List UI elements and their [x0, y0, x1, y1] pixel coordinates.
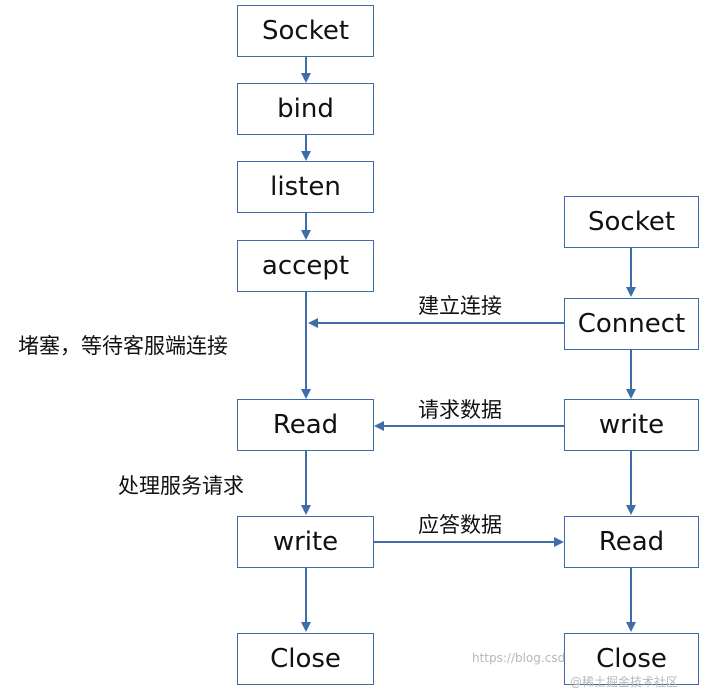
client-close-box: Close [564, 633, 699, 685]
response-data-label: 应答数据 [418, 513, 502, 537]
client-connect-box: Connect [564, 298, 699, 350]
server-close-box: Close [237, 633, 374, 685]
establish-connection-label: 建立连接 [418, 294, 502, 318]
watermark-url: https://blog.csd [472, 651, 566, 665]
client-read-box: Read [564, 516, 699, 568]
watermark-community: @稀土掘金技术社区 [570, 675, 679, 689]
server-socket-box: Socket [237, 5, 374, 57]
blocking-wait-label: 堵塞，等待客服端连接 [18, 334, 228, 358]
server-bind-box: bind [237, 83, 374, 135]
server-read-box: Read [237, 399, 374, 451]
client-socket-box: Socket [564, 196, 699, 248]
request-data-label: 请求数据 [418, 398, 502, 422]
server-write-box: write [237, 516, 374, 568]
server-accept-box: accept [237, 240, 374, 292]
server-listen-box: listen [237, 161, 374, 213]
client-write-box: write [564, 399, 699, 451]
handle-request-label: 处理服务请求 [118, 474, 244, 498]
